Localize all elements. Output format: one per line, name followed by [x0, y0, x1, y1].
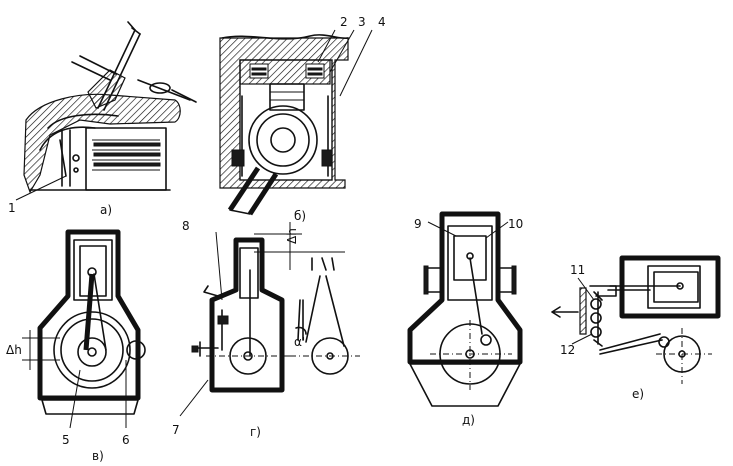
label-4: 4: [378, 15, 386, 29]
symbol-dh-v: Δh: [6, 343, 22, 357]
caption-g: г): [250, 425, 261, 439]
label-9: 9: [414, 217, 422, 231]
view-g-rocking-cylinder: [179, 222, 360, 417]
view-e-horizontal-cylinder: [551, 255, 721, 384]
label-2: 2: [340, 15, 348, 29]
label-1: 1: [8, 201, 16, 215]
label-10: 10: [508, 217, 523, 231]
view-b-piston-section: [219, 29, 373, 216]
view-d-sliding-cylinder: [407, 211, 523, 407]
symbol-alpha: α': [294, 335, 305, 349]
caption-b: б): [294, 209, 306, 223]
label-6: 6: [122, 433, 130, 447]
caption-d: д): [462, 413, 475, 427]
symbol-dh-g: Δh: [285, 228, 299, 244]
caption-v: в): [92, 449, 104, 463]
label-5: 5: [62, 433, 70, 447]
label-12: 12: [560, 343, 575, 357]
view-a-cylinder-head: [15, 21, 197, 201]
label-3: 3: [358, 15, 366, 29]
label-11: 11: [570, 263, 585, 277]
label-7: 7: [172, 423, 180, 437]
view-v-eccentric-crank: [22, 229, 146, 429]
label-8: 8: [182, 219, 190, 233]
caption-a: а): [100, 203, 112, 217]
caption-e: е): [632, 387, 644, 401]
